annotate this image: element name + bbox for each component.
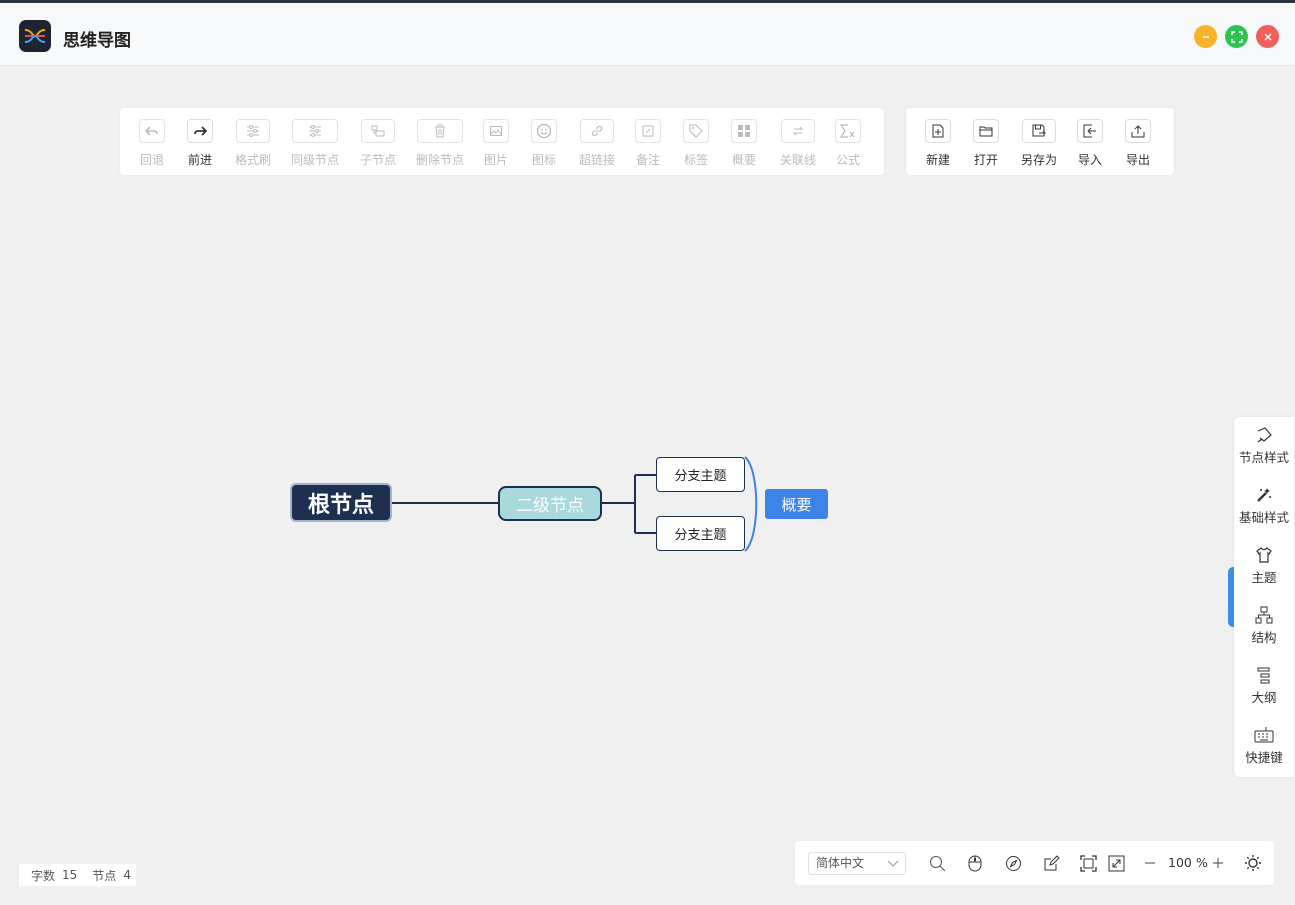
app-logo <box>19 20 51 52</box>
fullscreen-icon <box>1079 854 1097 872</box>
new-file-icon <box>925 119 951 143</box>
search-button[interactable] <box>928 854 946 872</box>
child-node-button[interactable]: 子节点 <box>360 119 396 168</box>
format-brush-button[interactable]: 格式刷 <box>235 119 271 168</box>
note-icon <box>635 119 661 143</box>
node-count: 4 <box>123 868 131 882</box>
smiley-icon <box>531 119 557 143</box>
second-level-node[interactable]: 二级节点 <box>498 486 602 521</box>
edit-button[interactable] <box>1042 854 1060 872</box>
side-panel-active-indicator <box>1228 567 1236 627</box>
title-bar: 思维导图 <box>0 0 1295 66</box>
format-brush-icon <box>236 119 270 143</box>
summary-icon <box>731 119 757 143</box>
node-style-tab[interactable]: 节点样式 <box>1234 426 1294 466</box>
fit-canvas-button[interactable] <box>1107 854 1125 872</box>
bottom-toolbar: 简体中文 100 % <box>795 841 1274 885</box>
compass-icon <box>1005 855 1021 871</box>
undo-button[interactable]: 回退 <box>139 119 165 168</box>
zoom-in-button[interactable] <box>1209 854 1227 872</box>
branch-node[interactable]: 分支主题 <box>656 457 745 492</box>
search-icon <box>929 855 945 871</box>
redo-button[interactable]: 前进 <box>187 119 213 168</box>
shortcuts-tab[interactable]: 快捷键 <box>1234 726 1294 766</box>
file-toolbar: 新建 打开 另存为 导入 导出 <box>906 108 1174 175</box>
app-title: 思维导图 <box>63 31 131 51</box>
note-button[interactable]: 备注 <box>635 119 661 168</box>
tag-button[interactable]: 标签 <box>683 119 709 168</box>
chevron-down-icon <box>887 860 899 867</box>
shirt-icon <box>1256 547 1272 563</box>
image-button[interactable]: 图片 <box>483 119 509 168</box>
formula-icon <box>835 119 861 143</box>
trash-icon <box>417 119 463 143</box>
plus-icon <box>1213 858 1223 868</box>
word-count: 15 <box>62 868 78 882</box>
close-button[interactable] <box>1256 25 1279 48</box>
image-icon <box>483 119 509 143</box>
export-icon <box>1125 119 1151 143</box>
maximize-button[interactable] <box>1225 25 1248 48</box>
summary-node[interactable]: 概要 <box>765 489 828 519</box>
language-select[interactable]: 简体中文 <box>808 852 906 875</box>
side-panel: 节点样式 基础样式 主题 结构 大纲 快捷键 <box>1234 417 1294 777</box>
zoom-out-button[interactable] <box>1141 854 1159 872</box>
association-line-icon <box>781 119 815 143</box>
fit-canvas-icon <box>1108 855 1124 871</box>
root-node[interactable]: 根节点 <box>290 483 392 522</box>
navigator-button[interactable] <box>1004 854 1022 872</box>
minus-icon <box>1145 862 1155 864</box>
base-style-tab[interactable]: 基础样式 <box>1234 486 1294 526</box>
association-line-button[interactable]: 关联线 <box>780 119 816 168</box>
edit-icon <box>1044 854 1060 870</box>
tag-icon <box>683 119 709 143</box>
node-style-icon <box>1257 427 1272 443</box>
magic-wand-icon <box>1257 488 1271 502</box>
summary-button[interactable]: 概要 <box>731 119 757 168</box>
zoom-value: 100 <box>1168 855 1192 870</box>
hyperlink-button[interactable]: 超链接 <box>579 119 615 168</box>
redo-icon <box>187 119 213 143</box>
icon-button[interactable]: 图标 <box>531 119 557 168</box>
drag-mode-button[interactable] <box>966 854 984 872</box>
formula-button[interactable]: 公式 <box>835 119 861 168</box>
word-count-label: 字数 <box>31 868 56 883</box>
folder-open-icon <box>973 119 999 143</box>
branch-node[interactable]: 分支主题 <box>656 516 745 551</box>
open-button[interactable]: 打开 <box>973 119 999 168</box>
outline-icon <box>1257 667 1270 684</box>
delete-node-button[interactable]: 删除节点 <box>416 119 464 168</box>
outline-tab[interactable]: 大纲 <box>1234 666 1294 706</box>
edit-toolbar: 回退 前进 格式刷 同级节点 子节点 删除节点 图片 图标 超链接 备注 标签 <box>120 108 884 175</box>
child-node-icon <box>361 119 395 143</box>
save-as-button[interactable]: 另存为 <box>1021 119 1057 168</box>
sun-icon <box>1245 855 1261 871</box>
mouse-icon <box>968 855 982 871</box>
undo-icon <box>139 119 165 143</box>
maximize-icon <box>1230 30 1243 43</box>
import-icon <box>1077 119 1103 143</box>
structure-icon <box>1255 606 1273 624</box>
link-icon <box>580 119 614 143</box>
save-as-icon <box>1022 119 1056 143</box>
import-button[interactable]: 导入 <box>1077 119 1103 168</box>
theme-tab[interactable]: 主题 <box>1234 546 1294 586</box>
structure-tab[interactable]: 结构 <box>1234 606 1294 646</box>
close-icon <box>1263 32 1272 41</box>
minimize-button[interactable] <box>1194 25 1217 48</box>
node-count-label: 节点 <box>92 868 117 883</box>
keyboard-icon <box>1254 727 1274 743</box>
theme-toggle-button[interactable] <box>1244 854 1262 872</box>
fullscreen-button[interactable] <box>1079 854 1097 872</box>
minimize-icon <box>1202 35 1209 38</box>
zoom-unit: % <box>1196 855 1208 870</box>
export-button[interactable]: 导出 <box>1125 119 1151 168</box>
sibling-node-button[interactable]: 同级节点 <box>291 119 339 168</box>
sibling-node-icon <box>292 119 338 143</box>
language-value: 简体中文 <box>816 856 865 870</box>
new-button[interactable]: 新建 <box>925 119 951 168</box>
word-node-stats: 字数 15 节点 4 <box>19 864 136 886</box>
